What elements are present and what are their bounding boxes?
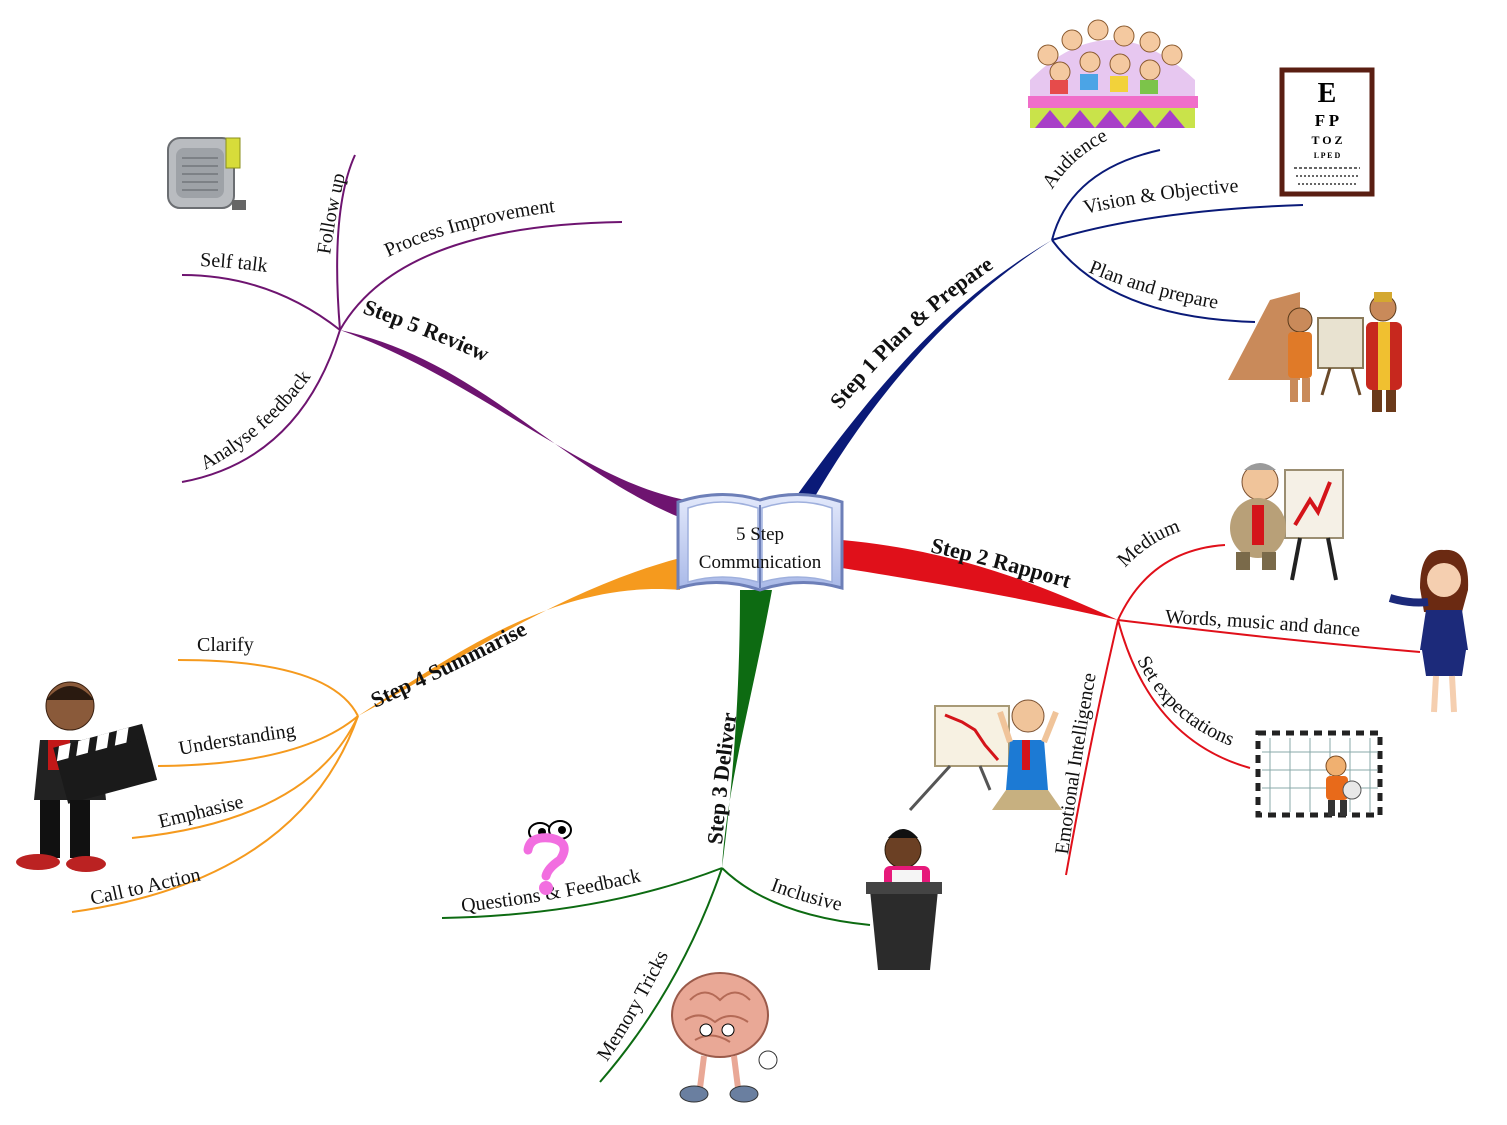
branch-step5 [181, 154, 686, 520]
question-mark-icon [523, 820, 572, 895]
eye-chart-row2: F P [1315, 111, 1339, 130]
teachers-icon [1228, 292, 1402, 412]
topic-medium[interactable]: Medium [1113, 515, 1183, 571]
branch-step3 [441, 590, 871, 1083]
eye-chart-row3: T O Z [1311, 133, 1342, 147]
topic-inclusive[interactable]: Inclusive [768, 874, 844, 916]
topic-plan-and-prepare[interactable]: Plan and prepare [1086, 256, 1220, 313]
topic-set-expectations[interactable]: Set expectations [1132, 652, 1237, 750]
topic-call-to-action[interactable]: Call to Action [88, 864, 202, 910]
hostess-icon [1388, 549, 1469, 713]
eye-chart-icon: E F P T O Z L P E D [1279, 67, 1375, 197]
topic-clarify[interactable]: Clarify [197, 634, 254, 656]
clapperboard-icon [16, 681, 158, 872]
speaker-podium-icon [866, 829, 942, 970]
tape-measure-icon [167, 137, 246, 210]
topic-self-talk[interactable]: Self talk [200, 249, 269, 277]
goalkeeper-icon [1255, 730, 1383, 818]
step5-label[interactable]: Step 5 Review [360, 294, 493, 366]
center-title-line2: Communication [699, 552, 822, 573]
center-title-line1: 5 Step [736, 524, 784, 545]
audience-icon [1028, 19, 1198, 128]
branch-step2 [842, 540, 1421, 876]
step1-label[interactable]: Step 1 Plan & Prepare [825, 251, 998, 413]
falling-chart-icon [908, 699, 1062, 812]
topic-emotional-intelligence[interactable]: Emotional Intelligence [1051, 671, 1101, 856]
topic-audience[interactable]: Audience [1038, 124, 1111, 192]
branch-step1 [790, 149, 1304, 505]
step4-label[interactable]: Step 4 Summarise [367, 616, 531, 713]
topic-vision-objective[interactable]: Vision & Objective [1081, 175, 1239, 219]
step3-label[interactable]: Step 3 Deliver [702, 711, 742, 846]
branch-step4 [71, 558, 680, 913]
brain-icon [671, 972, 778, 1103]
topic-analyse-feedback[interactable]: Analyse feedback [197, 366, 315, 474]
topic-memory-tricks[interactable]: Memory Tricks [593, 947, 673, 1065]
presenter-chart-icon [1230, 463, 1344, 581]
eye-chart-row4: L P E D [1314, 151, 1341, 160]
eye-chart-row1: E [1318, 78, 1337, 109]
topic-follow-up[interactable]: Follow up [313, 171, 350, 256]
center-topic[interactable]: 5 Step Communication [676, 493, 844, 592]
